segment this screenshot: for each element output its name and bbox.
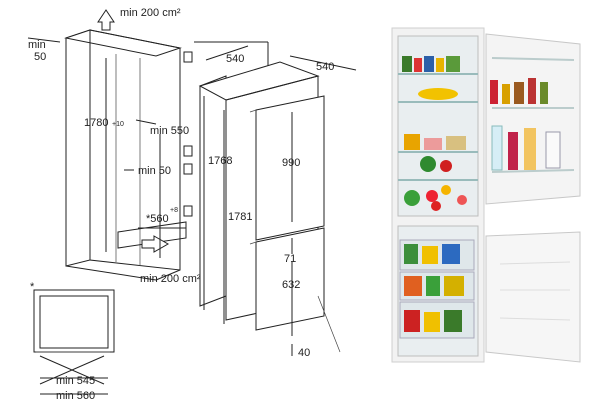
min-545-label: min 545: [56, 375, 95, 387]
top-view-inset: [33, 289, 115, 395]
dim-40-label: 40: [298, 347, 310, 359]
side-min-label: min: [28, 39, 46, 51]
vent-bottom-label: min 200 cm²: [140, 273, 201, 285]
height-left-label: 1780: [84, 117, 108, 129]
niche-cabinet: [64, 9, 193, 281]
fridge-dimensions: [203, 45, 357, 356]
niche-tol: +8: [170, 207, 178, 214]
min-550-label: min 550: [150, 125, 189, 137]
side-val-label: 50: [34, 51, 46, 63]
fridge-drawing: [198, 61, 325, 331]
min-50-label: min 50: [138, 165, 171, 177]
height-left-tol: +10: [112, 121, 124, 128]
height-1768-label: 1768: [208, 155, 232, 167]
inset-mark: *: [30, 281, 35, 293]
width-top-label: 540: [226, 53, 244, 65]
fridge-photo: [391, 27, 581, 363]
vent-top-label: min 200 cm²: [120, 7, 181, 19]
width-right-label: 540: [316, 61, 334, 73]
niche-width-label: *560: [146, 213, 169, 225]
dim-990-label: 990: [282, 157, 300, 169]
dim-71-label: 71: [284, 253, 296, 265]
min-560-label: min 560: [56, 390, 95, 402]
dim-1781-label: 1781: [228, 211, 252, 223]
dimension-labels: min 200 cm² min 50 540 540 1780 +10 min …: [28, 7, 334, 402]
dim-632-label: 632: [282, 279, 300, 291]
niche-dimensions: [27, 37, 269, 258]
